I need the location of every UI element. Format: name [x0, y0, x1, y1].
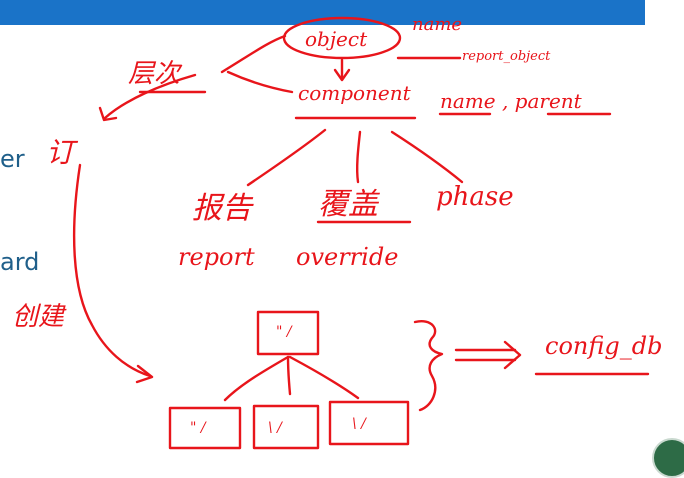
logo-badge-icon [652, 438, 684, 478]
config-db-label: config_db [545, 332, 662, 360]
object-oval [282, 16, 402, 60]
report-cn-label: 报告 [192, 191, 254, 226]
component-label: component [298, 81, 412, 105]
tree-edge-left [223, 355, 290, 402]
override-cn-label: 覆盖 [318, 187, 380, 222]
override-label: override [296, 243, 398, 271]
branch-report [246, 128, 327, 187]
tree-child-box [328, 400, 410, 446]
hierarchy-label: 层次 [128, 59, 183, 89]
tree-root-box [256, 310, 320, 356]
title-banner [0, 0, 645, 25]
tree-edge-middle [286, 355, 292, 396]
object-label: object [305, 27, 368, 51]
tree-child-marks: \ / [352, 416, 367, 432]
ding-label: 订 [46, 136, 79, 169]
hierarchy-to-ding-arrow [103, 73, 197, 120]
ink-annotation-layer: object name report_object 层次 component n… [12, 14, 662, 450]
tree-child-box [252, 404, 320, 450]
report-label: report [178, 243, 255, 271]
name-parent-label: name , parent [440, 89, 583, 113]
tree-root-marks: " / [276, 324, 293, 340]
tree-child-box [168, 406, 242, 450]
slide-text-fragment: er [0, 145, 25, 173]
name-label: name [412, 14, 462, 35]
arrow-head [333, 68, 351, 82]
tree-edge-right [288, 355, 360, 400]
phase-label: phase [436, 182, 514, 212]
report-object-label: report_object [462, 49, 551, 64]
tree-child-marks: \ / [268, 420, 283, 436]
create-label: 创建 [12, 302, 67, 332]
branch-phase [390, 130, 464, 184]
arrow-head [503, 340, 522, 370]
tree-brace [413, 320, 444, 412]
hierarchy-to-component-stroke [226, 70, 294, 94]
tree-child-marks: " / [190, 420, 207, 436]
ding-to-tree-arrow [72, 163, 152, 378]
arrow-head [135, 364, 154, 384]
branch-override [355, 130, 362, 184]
arrow-head [98, 106, 118, 122]
slide-text-fragment: ard [0, 248, 40, 276]
hierarchy-to-object-stroke [220, 34, 287, 74]
